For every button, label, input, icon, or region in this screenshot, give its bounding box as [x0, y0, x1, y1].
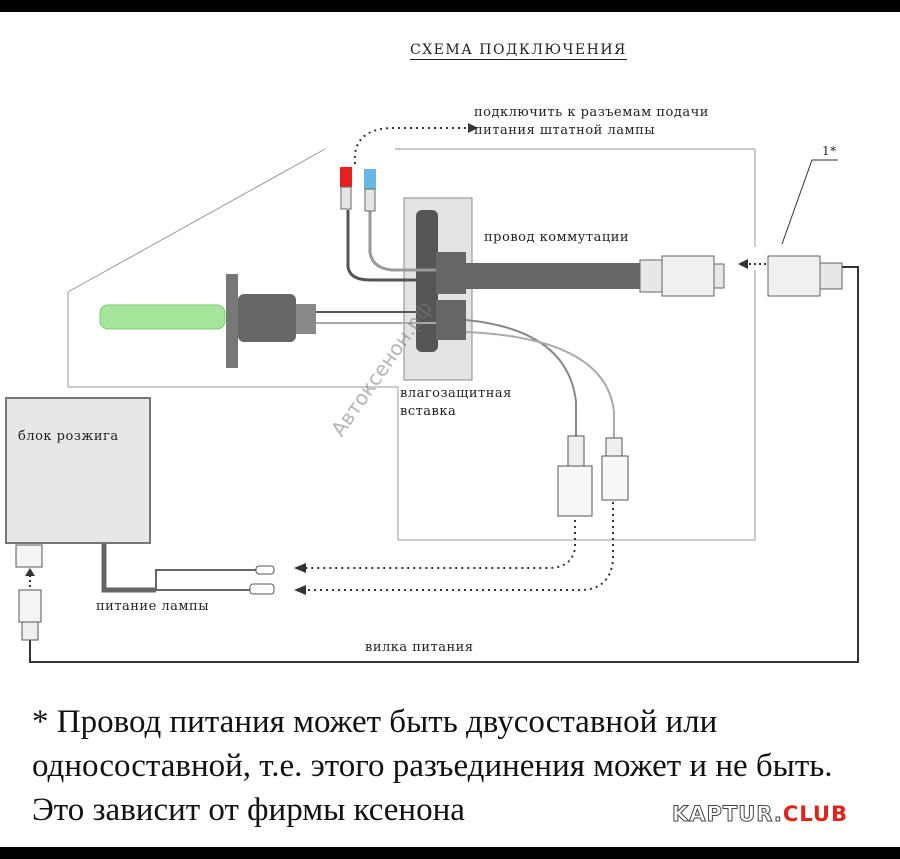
- diagram-title: СХЕМА ПОДКЛЮЧЕНИЯ: [410, 42, 627, 60]
- ignition-socket: [15, 544, 43, 568]
- stock-connector-label: подключить к разъемам подачи питания шта…: [474, 105, 709, 138]
- power-line: [29, 266, 859, 663]
- lamp-plug-left: [557, 435, 593, 517]
- connector-arrowhead: [738, 259, 748, 269]
- brand-logo: KAPTUR.CLUB: [672, 802, 848, 827]
- arrowhead-lower: [294, 585, 306, 595]
- blue-terminal: [364, 169, 376, 212]
- mating-connector: [767, 255, 843, 297]
- diagram-sheet: СХЕМА ПОДКЛЮЧЕНИЯ подключить к разъемам …: [0, 12, 900, 847]
- ignition-output-wires: [101, 543, 256, 593]
- power-plug: [18, 589, 42, 641]
- switching-wire-label: провод коммутации: [484, 230, 630, 245]
- moisture-insert: [403, 197, 473, 381]
- footnote-leader: [781, 159, 838, 245]
- ignition-pin-2: [249, 583, 275, 595]
- ignition-unit-label: блок розжига: [18, 429, 119, 444]
- connection-diagram: [5, 123, 859, 663]
- power-plug-label: вилка питания: [365, 640, 474, 655]
- red-terminal: [340, 167, 352, 210]
- switching-wire: [466, 255, 725, 297]
- lamp-plug-right: [601, 437, 629, 501]
- ignition-unit: [5, 397, 151, 544]
- headlight-outline: [67, 148, 756, 541]
- footnote-ref: 1*: [822, 144, 837, 158]
- arrowhead-upper: [294, 563, 306, 573]
- footnote-text: * Провод питания может быть двусоставной…: [32, 704, 833, 828]
- power-plug-arrowhead: [25, 568, 35, 576]
- stock-supply-wires: [346, 210, 436, 282]
- xenon-bulb: [99, 274, 316, 368]
- pointer-arrowhead: [468, 123, 478, 133]
- moisture-insert-label: влагозащитная вставка: [400, 386, 512, 419]
- lamp-power-label: питание лампы: [96, 599, 210, 614]
- stock-connector-pointer: [353, 127, 468, 165]
- ignition-pin-1: [255, 565, 275, 575]
- lamp-output-wires: [316, 311, 615, 440]
